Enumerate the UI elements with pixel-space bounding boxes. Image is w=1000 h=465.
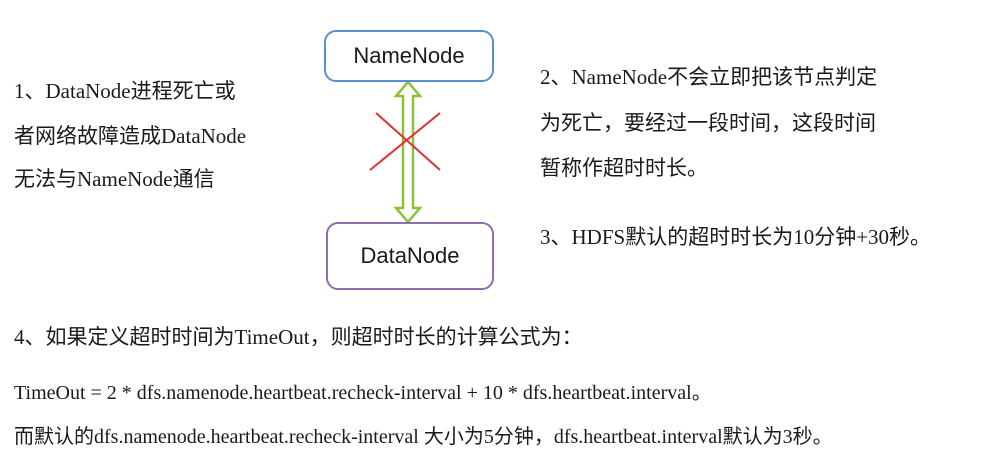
formula-text: TimeOut = 2 * dfs.namenode.heartbeat.rec… bbox=[14, 382, 712, 404]
double-arrow-icon bbox=[393, 80, 423, 224]
note2-line1: 2、NameNode不会立即把该节点判定 bbox=[540, 65, 878, 89]
note1-line1: 1、DataNode进程死亡或 bbox=[14, 79, 236, 103]
note3-text: 3、HDFS默认的超时时长为10分钟+30秒。 bbox=[540, 225, 932, 249]
note2-line3: 暂称作超时时长。 bbox=[540, 156, 708, 180]
namenode-box: NameNode bbox=[324, 30, 494, 82]
namenode-label: NameNode bbox=[353, 43, 465, 68]
cross-mark-icon bbox=[369, 112, 441, 171]
datanode-label: DataNode bbox=[360, 243, 460, 268]
defaults-text: 而默认的dfs.namenode.heartbeat.recheck-inter… bbox=[14, 426, 833, 448]
datanode-box: DataNode bbox=[326, 222, 494, 290]
note4-text: 4、如果定义超时时间为TimeOut，则超时时长的计算公式为： bbox=[14, 325, 583, 349]
note1-line2: 者网络故障造成DataNode bbox=[14, 124, 247, 148]
note1-line3: 无法与NameNode通信 bbox=[14, 167, 215, 191]
note2-line2: 为死亡，要经过一段时间，这段时间 bbox=[540, 111, 876, 135]
